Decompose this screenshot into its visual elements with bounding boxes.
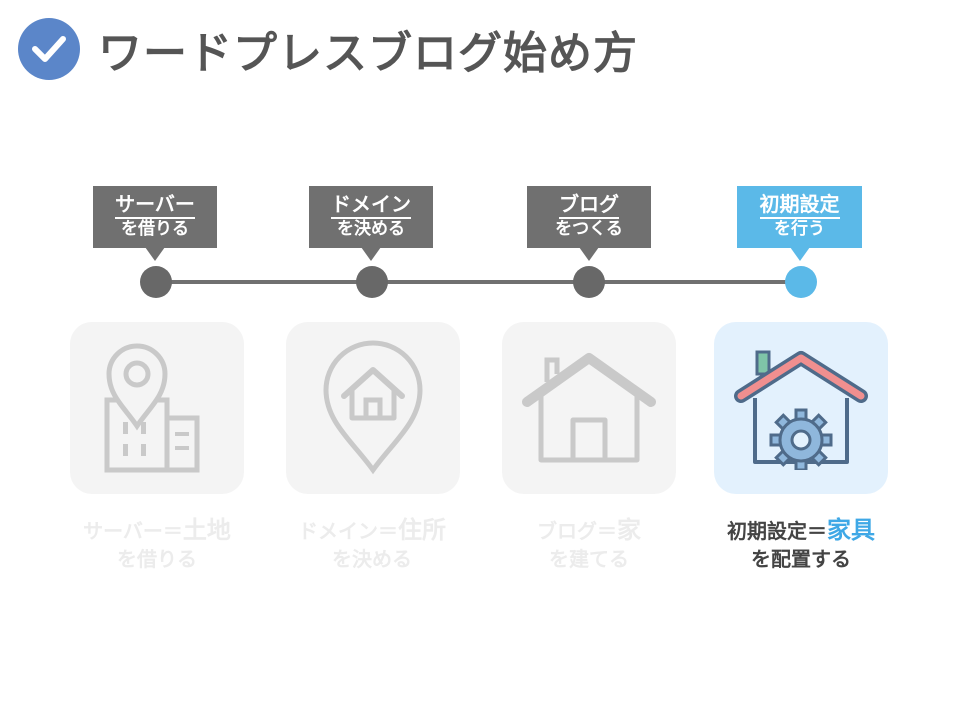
caption-line2: を配置する (751, 547, 851, 571)
step-tag-title: サーバー (115, 192, 195, 219)
step-tag-server: サーバー を借りる (93, 186, 217, 261)
step-caption-initial-setup: 初期設定＝家具 を配置する (691, 516, 911, 573)
page-title: ワードプレスブログ始め方 (98, 28, 638, 79)
timeline-dot-blog (573, 266, 605, 298)
check-circle-icon (18, 18, 80, 80)
map-pin-building-icon (104, 343, 200, 473)
step-caption-blog: ブログ＝家 を建てる (479, 516, 699, 573)
step-card-initial-setup (714, 322, 888, 494)
caption-line2: を借りる (117, 547, 197, 571)
step-card-domain (286, 322, 460, 494)
caption-prefix: ドメイン＝ (298, 519, 398, 543)
caption-prefix: 初期設定＝ (727, 519, 827, 543)
house-gear-icon (734, 350, 868, 470)
caption-line2: を建てる (549, 547, 629, 571)
caption-keyword: 家具 (827, 516, 875, 544)
step-tag-title: 初期設定 (759, 192, 840, 219)
step-tag-subtitle: を決める (337, 219, 405, 239)
house-icon (522, 353, 656, 463)
caption-keyword: 家 (617, 516, 641, 544)
step-caption-server: サーバー＝土地 を借りる (47, 516, 267, 573)
step-tag-initial-setup: 初期設定 を行う (737, 186, 862, 261)
step-card-blog (502, 322, 676, 494)
caption-keyword: 住所 (398, 516, 446, 544)
timeline-dot-server (140, 266, 172, 298)
location-pin-house-icon (323, 340, 423, 475)
timeline-line (156, 280, 801, 284)
page-header: ワードプレスブログ始め方 (18, 18, 638, 80)
caption-keyword: 土地 (182, 516, 231, 544)
step-card-server (70, 322, 244, 494)
caption-line2: を決める (332, 547, 412, 571)
step-tag-subtitle: を行う (774, 219, 825, 239)
timeline-dot-initial-setup (785, 266, 817, 298)
caption-prefix: サーバー＝ (83, 519, 183, 543)
step-tag-domain: ドメイン を決める (309, 186, 433, 261)
step-tag-blog: ブログ をつくる (527, 186, 651, 261)
step-caption-domain: ドメイン＝住所 を決める (262, 516, 482, 573)
step-tag-title: ドメイン (331, 192, 411, 219)
caption-prefix: ブログ＝ (537, 519, 617, 543)
step-tag-title: ブログ (559, 192, 619, 219)
step-tag-subtitle: を借りる (121, 219, 189, 239)
step-tag-subtitle: をつくる (555, 219, 623, 239)
timeline-dot-domain (356, 266, 388, 298)
